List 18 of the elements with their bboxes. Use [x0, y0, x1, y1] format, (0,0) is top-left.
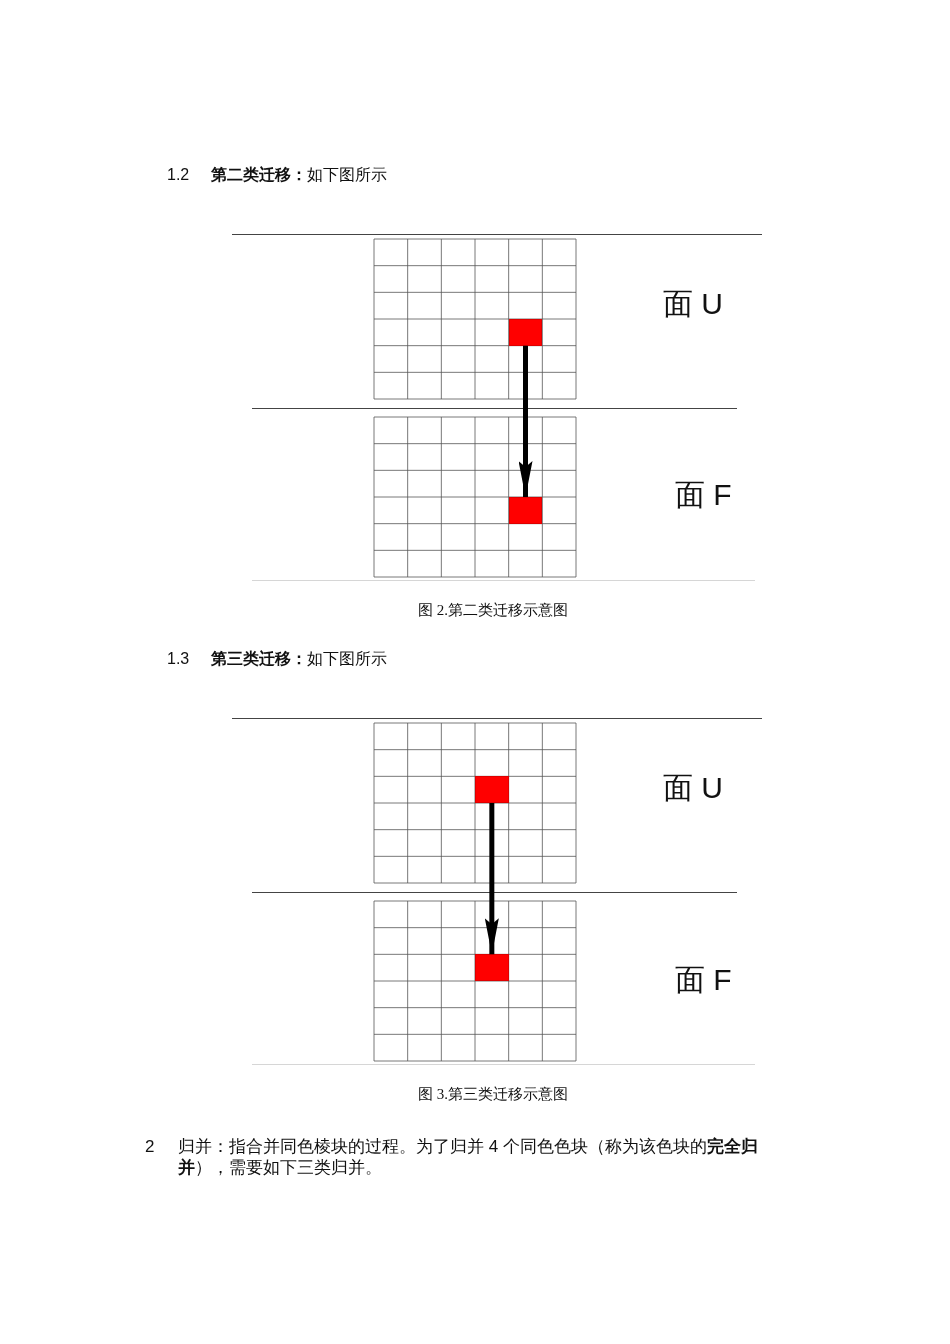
- figure-caption: 图 2.第二类迁移示意图: [418, 601, 568, 620]
- section-heading: 第三类迁移：如下图所示: [211, 649, 387, 669]
- face-label: 面 U: [663, 770, 723, 806]
- section-heading: 第二类迁移：如下图所示: [211, 165, 387, 185]
- section-number: 1.3: [167, 649, 190, 669]
- paragraph: 归并：指合并同色棱块的过程。为了归并 4 个同色色块（称为该色块的完全归并），需要如下三类归并。: [178, 1136, 759, 1179]
- section-number: 2: [145, 1136, 155, 1158]
- face-label: 面 F: [675, 477, 732, 513]
- face-label: 面 U: [663, 286, 723, 322]
- highlighted-cell: [475, 954, 509, 981]
- face-label: 面 F: [675, 962, 732, 998]
- highlighted-cell: [508, 319, 543, 346]
- highlighted-cell: [508, 497, 543, 524]
- section-number: 1.2: [167, 165, 190, 185]
- arrow: [484, 803, 499, 955]
- figure-caption: 图 3.第三类迁移示意图: [418, 1085, 568, 1104]
- arrow: [518, 345, 533, 497]
- highlighted-cell: [475, 776, 509, 803]
